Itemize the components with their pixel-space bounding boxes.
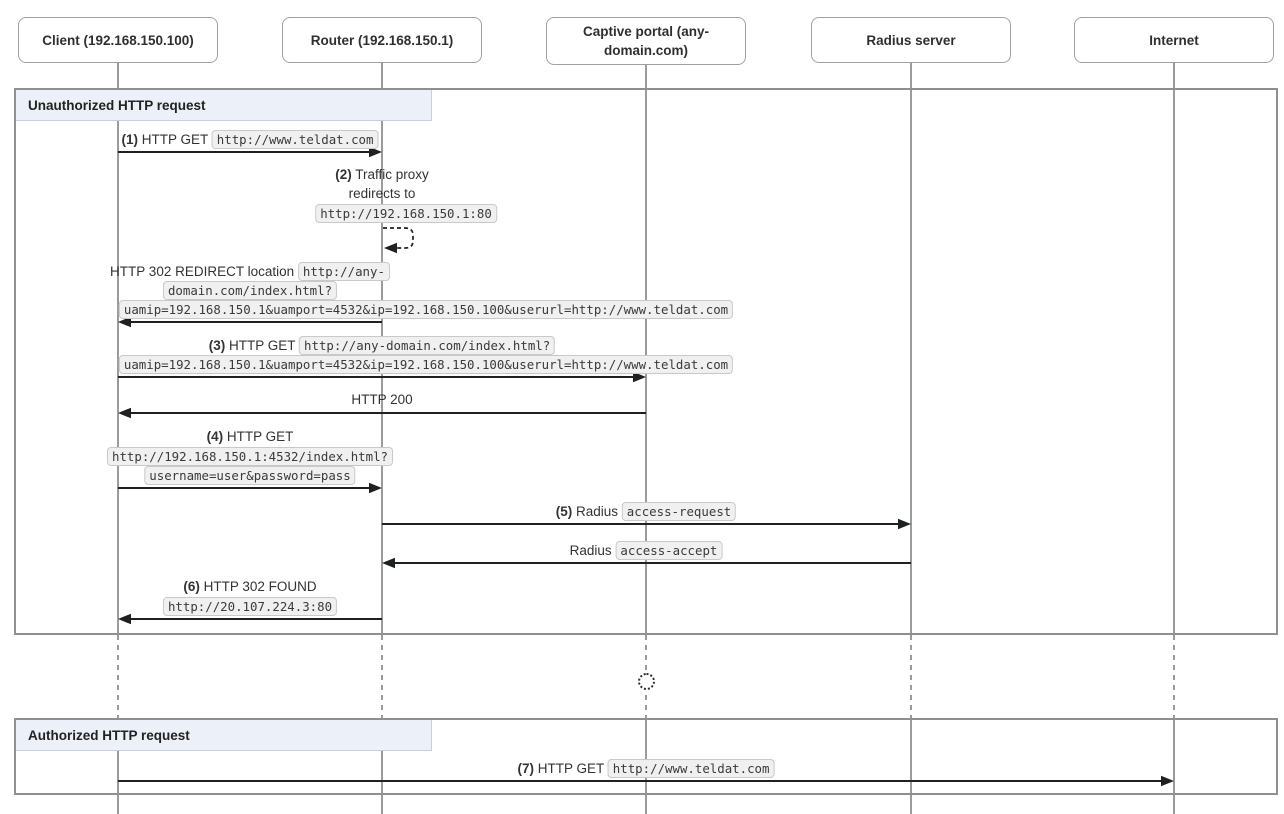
participant-label: Router (192.168.150.1): [310, 32, 454, 48]
frame-authorized: Authorized HTTP request: [14, 718, 1278, 795]
participant-internet: Internet: [1074, 17, 1274, 63]
delay-indicator-icon: [637, 672, 655, 690]
frame-unauthorized: Unauthorized HTTP request: [14, 88, 1278, 635]
participant-label: Radius server: [866, 32, 956, 48]
participant-client: Client (192.168.150.100): [18, 17, 218, 63]
participant-label: Internet: [1149, 32, 1199, 48]
frame-label-unauthorized: Unauthorized HTTP request: [16, 90, 432, 121]
participant-label: Captive portal (any-domain.com): [582, 24, 710, 58]
participant-label: Client (192.168.150.100): [42, 32, 194, 48]
participant-captive-portal: Captive portal (any-domain.com): [546, 17, 746, 65]
participant-radius-server: Radius server: [811, 17, 1011, 63]
frame-label-authorized: Authorized HTTP request: [16, 720, 432, 751]
participant-router: Router (192.168.150.1): [282, 17, 482, 63]
